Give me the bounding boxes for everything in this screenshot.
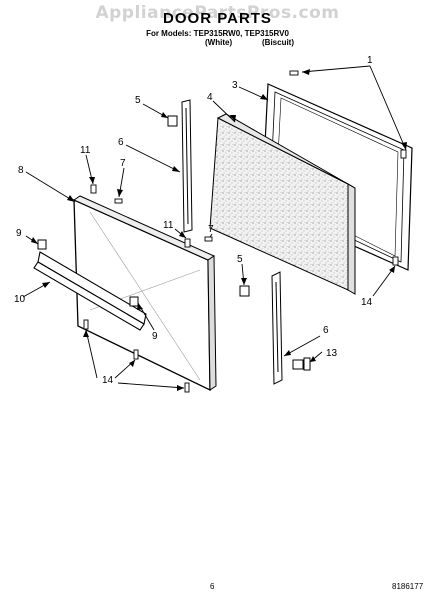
callout-label: 14: [361, 297, 373, 308]
callout-label: 7: [120, 158, 126, 169]
callout-label: 9: [16, 228, 22, 239]
lower-door-channel: [271, 271, 283, 385]
callout-label: 9: [152, 331, 158, 342]
callout-label: 7: [208, 224, 214, 235]
callout-label: 3: [232, 80, 238, 91]
upper-door-channel: [181, 99, 193, 233]
outer-door-panel: [72, 195, 217, 392]
watermark: AppliancePartsPros.com: [95, 3, 340, 23]
handle-spacers: [37, 239, 139, 307]
models-line: For Models: TEP315RW0, TEP315RV0: [146, 29, 289, 38]
callout-label: 14: [102, 375, 114, 386]
callout-label: 5: [135, 95, 141, 106]
callout-label: 10: [14, 294, 26, 305]
variant-biscuit: (Biscuit): [262, 38, 294, 47]
callout-label: 13: [326, 348, 338, 359]
callout-label: 6: [118, 137, 124, 148]
door-handle: [33, 251, 147, 331]
hinge-clips: [167, 115, 311, 371]
callout-label: 5: [237, 254, 243, 265]
callout-label: 6: [323, 325, 329, 336]
page-number: 6: [210, 582, 215, 591]
callout-label: 4: [207, 92, 213, 103]
door-insulation: [209, 113, 356, 295]
page-title: DOOR PARTS: [163, 10, 272, 27]
variant-white: (White): [205, 38, 233, 47]
document-number: 8186177: [392, 582, 424, 591]
callout-label: 8: [18, 165, 24, 176]
callout-label: 11: [80, 145, 91, 156]
screws: [83, 70, 407, 393]
callout-label: 11: [163, 220, 174, 231]
callout-label: 1: [367, 55, 373, 66]
callout-numbers: 1 3 4 5 6 11 7 8 9 10 11 7 5 9 14 6 13 1…: [14, 55, 373, 386]
arrowheads: [31, 69, 407, 391]
